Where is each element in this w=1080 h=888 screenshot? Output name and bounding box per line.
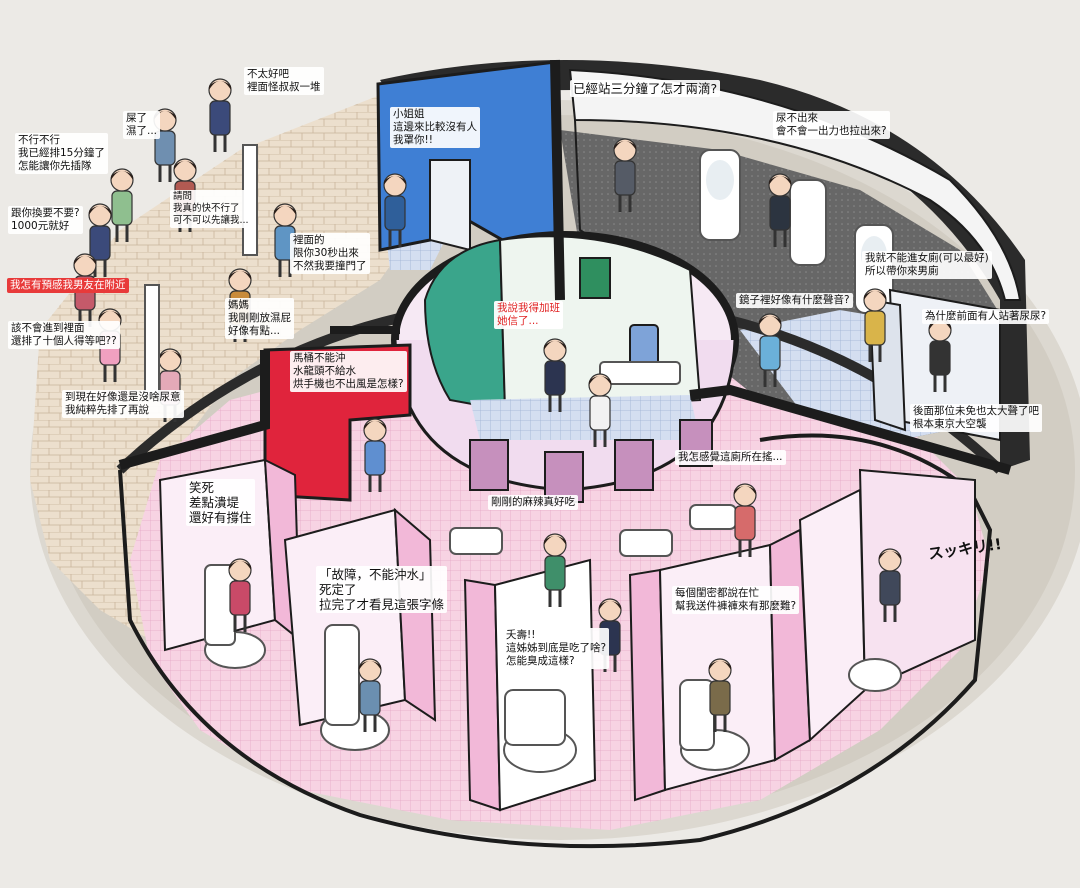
caption-so-smelly: 夭壽!! 這姊姊到底是吃了啥? 怎能臭成這樣? [503, 628, 610, 669]
caption-three-minutes: 已經站三分鐘了怎才兩滴? [570, 80, 721, 97]
caption-out-of-order: 「故障，不能沖水」 死定了 拉完了才看見這張字條 [316, 566, 448, 613]
caption-air-raid: 後面那位未免也太大聲了吧 根本東京大空襲 [910, 404, 1042, 432]
caption-shaking: 我怎感覺這廁所在搖... [675, 450, 786, 465]
queue-paving [30, 95, 440, 640]
caption-swap-offer: 跟你換要不要? 1000元就好 [8, 206, 83, 234]
caption-bring-panties: 每個閨密都說在忙 幫我送件褲褲來有那麼難? [672, 586, 800, 614]
person-icon [758, 313, 782, 387]
caption-overtime: 我說我得加班 她信了... [494, 301, 563, 329]
caption-mom: 媽媽 我剛剛放濕屁 好像有點... [225, 298, 294, 339]
sink-icon [449, 527, 503, 555]
toilet-icon [503, 689, 577, 773]
caption-bring-to-mens: 我就不能進女廁(可以最好) 所以帶你來男廁 [862, 251, 992, 279]
people-group [73, 78, 952, 732]
urinal-icon [699, 149, 741, 241]
toilet-icon [204, 564, 266, 669]
person-icon [863, 288, 887, 362]
toilet-icon [679, 679, 750, 771]
person-icon [768, 173, 792, 247]
caption-boyfriend-nearby: 我怎有預感我男友在附近 [7, 278, 129, 293]
caption-mala: 剛剛的麻辣真好吃 [488, 495, 578, 510]
person-icon [928, 318, 952, 392]
person-icon [588, 373, 612, 447]
toilet-icon [320, 624, 390, 751]
mirror-icon [579, 257, 611, 299]
person-icon [543, 533, 567, 607]
caption-no-urge-yet: 到現在好像還是沒啥尿意 我純粹先排了再說 [62, 390, 184, 418]
person-icon [110, 168, 134, 242]
person-icon [878, 548, 902, 622]
person-icon [228, 558, 252, 632]
toilet-icon [848, 658, 902, 692]
sink-icon [619, 529, 673, 557]
caption-30-seconds: 裡面的 限你30秒出來 不然我要撞門了 [290, 233, 370, 274]
caption-nothing-works: 馬桶不能沖 水龍頭不給水 烘手機也不出風是怎樣? [290, 351, 407, 392]
person-icon [383, 173, 407, 247]
caption-standing-pee: 為什麼前面有人站著尿尿? [922, 309, 1050, 324]
caption-cant-pee: 尿不出來 會不會一出力也拉出來? [773, 111, 890, 139]
caption-almost-burst: 笑死 差點潰堤 還好有撐住 [186, 479, 255, 526]
urinal-icon [789, 179, 827, 266]
caption-mirror-sound: 鏡子裡好像有什麼聲音? [736, 293, 853, 308]
person-icon [733, 483, 757, 557]
person-icon [613, 138, 637, 212]
caption-wet: 屎了 濕了... [123, 111, 161, 139]
person-icon [208, 78, 232, 152]
caption-not-great: 不太好吧 裡面怪叔叔一堆 [244, 67, 324, 95]
caption-cover-you: 小姐姐 這邊來比較沒有人 我罩你!! [390, 107, 480, 148]
person-icon [363, 418, 387, 492]
caption-no-cutting: 不行不行 我已經排15分鐘了 怎能讓你先插隊 [15, 133, 108, 174]
caption-please-let-me: 請問 我真的快不行了 可不可以先讓我... [170, 190, 252, 228]
sink-icon [599, 361, 681, 385]
person-icon [708, 658, 732, 732]
person-icon [358, 658, 382, 732]
person-icon [543, 338, 567, 412]
caption-ten-people: 該不會進到裡面 還排了十個人得等吧?? [8, 321, 120, 349]
